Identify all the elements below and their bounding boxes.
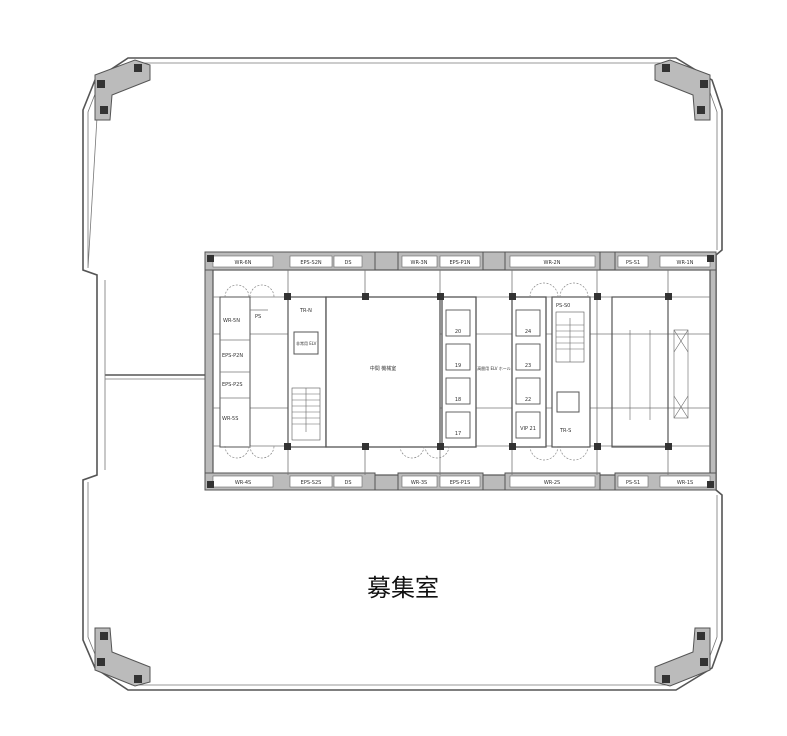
room-label: PS — [255, 314, 261, 320]
room-label: 非常用 ELV — [296, 340, 317, 346]
room-label: PS-S1 — [626, 480, 640, 486]
room-label: WR-6N — [235, 260, 252, 266]
room-label: WR-3N — [411, 260, 428, 266]
building-outline — [82, 57, 723, 691]
floor-label: 募集室 — [367, 574, 439, 602]
room-label: PS-S0 — [556, 303, 570, 309]
room-label: WR-2S — [544, 480, 560, 486]
elevator-label: 23 — [525, 363, 531, 369]
elevator-label: VIP 21 — [520, 426, 536, 432]
room-label: WR-2N — [544, 260, 561, 266]
building-core: WR-6N EPS-S2N DS WR-3N EPS-P1N WR-2N PS-… — [204, 251, 717, 491]
room-label: DS — [344, 260, 351, 266]
elevator-label: 24 — [525, 329, 531, 335]
elevator-label: 19 — [455, 363, 461, 369]
room-label: EPS-P1N — [449, 260, 470, 266]
room-label: TR-S — [559, 428, 571, 434]
room-label: PS-S1 — [626, 260, 640, 266]
door-swings — [224, 282, 589, 461]
room-label: EPS-P1S — [450, 480, 471, 486]
structural-columns — [207, 255, 714, 488]
room-label: WR-3S — [411, 480, 427, 486]
elevator-label: 22 — [525, 397, 531, 403]
stairs-icon — [555, 311, 585, 363]
room-label: EPS-P2S — [222, 382, 243, 388]
room-label: TR-N — [299, 308, 312, 314]
room-label: EPS-S2S — [301, 480, 322, 486]
room-label: 中間 機械室 — [370, 365, 397, 372]
room-label: EPS-P2N — [222, 353, 243, 359]
room-label: EPS-S2N — [300, 260, 322, 266]
elevator-label: 20 — [455, 329, 461, 335]
room-label: WR-4S — [235, 480, 251, 486]
corner-columns — [94, 59, 711, 687]
room-label: DS — [344, 480, 351, 486]
room-label: WR-5S — [222, 416, 238, 422]
elevator-label: 17 — [455, 431, 461, 437]
elevator-label: 18 — [455, 397, 461, 403]
stairs-icon — [291, 387, 321, 441]
room-label: 高層用 ELV ホール — [477, 365, 511, 371]
room-label: WR-1S — [677, 480, 693, 486]
room-label: WR-5N — [223, 318, 240, 324]
room-label: WR-1N — [677, 260, 694, 266]
